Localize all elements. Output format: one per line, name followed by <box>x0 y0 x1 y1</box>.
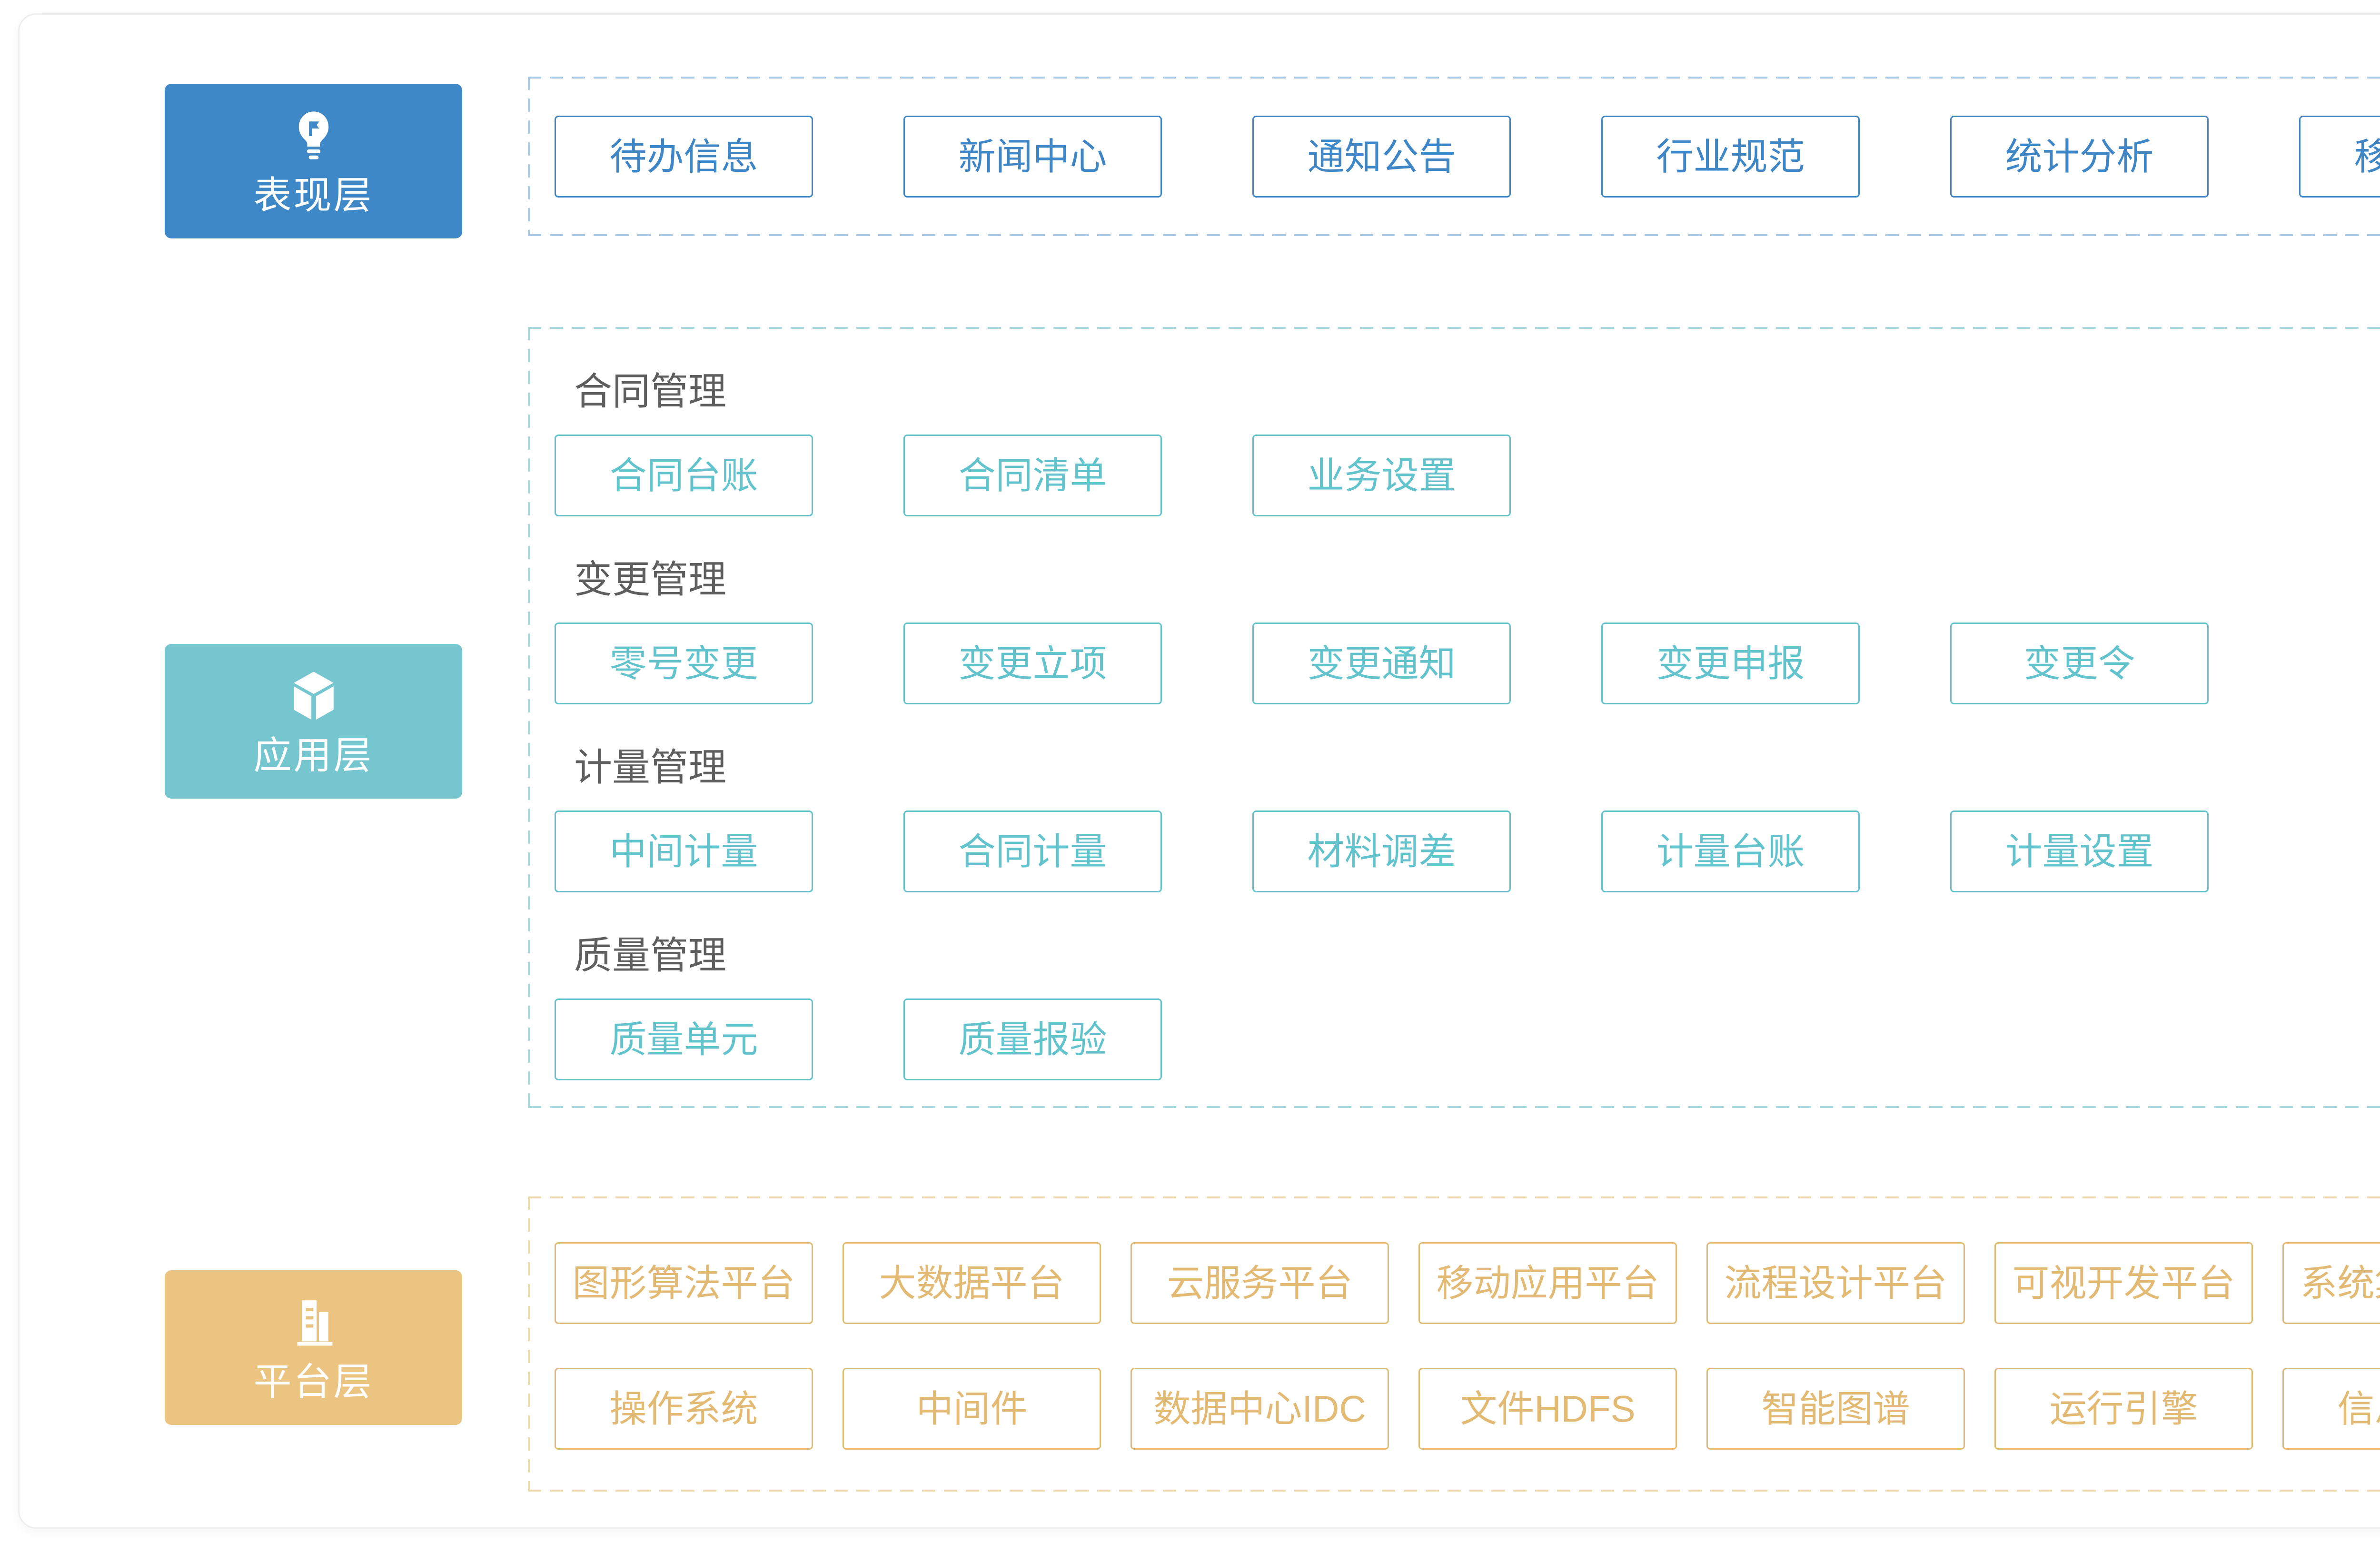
module-button[interactable]: 材料调差 <box>1252 811 1511 892</box>
module-button[interactable]: 新闻中心 <box>903 115 1162 198</box>
module-row: 合同台账 合同清单 业务设置 <box>555 435 2380 516</box>
module-button[interactable]: 大数据平台 <box>843 1242 1101 1324</box>
module-button[interactable]: 计量设置 <box>1950 811 2209 892</box>
group-title: 质量管理 <box>574 934 726 977</box>
module-row: 中间计量 合同计量 材料调差 计量台账 计量设置 <box>555 811 2380 892</box>
module-button[interactable]: 统计分析 <box>1950 115 2209 198</box>
layer-badge-platform: 平台层 <box>165 1270 462 1425</box>
module-button[interactable]: 移动应用 <box>2299 115 2380 198</box>
module-button[interactable]: 待办信息 <box>555 115 813 198</box>
module-row: 零号变更 变更立项 变更通知 变更申报 变更令 <box>555 623 2380 704</box>
module-button[interactable]: 文件HDFS <box>1418 1368 1677 1450</box>
platform-zone: 图形算法平台大数据平台云服务平台移动应用平台流程设计平台可视开发平台系统集成平台… <box>528 1196 2380 1492</box>
module-button[interactable]: 业务设置 <box>1252 435 1511 516</box>
module-groups: 合同管理合同台账 合同清单 业务设置变更管理零号变更 变更立项 变更通知 变更申报 变更令计… <box>555 373 2380 1080</box>
module-button[interactable]: 合同计量 <box>903 811 1162 892</box>
module-button[interactable]: 系统集成平台 <box>2282 1242 2380 1324</box>
layer-badge-application: 应用层 <box>165 644 462 799</box>
lightbulb-icon <box>286 108 342 164</box>
module-button[interactable]: 质量单元 <box>555 998 813 1080</box>
group-title: 变更管理 <box>574 558 726 601</box>
buildings-icon <box>286 1295 342 1351</box>
layer-badge-presentation: 表现层 <box>165 84 462 238</box>
module-button[interactable]: 流程设计平台 <box>1706 1242 1965 1324</box>
module-group: 质量管理质量单元 质量报验 <box>555 937 2380 1080</box>
module-group: 计量管理中间计量 合同计量 材料调差 计量台账 计量设置 <box>555 749 2380 892</box>
module-button[interactable]: 可视开发平台 <box>1994 1242 2253 1324</box>
module-button[interactable]: 信息安全 <box>2282 1368 2380 1450</box>
layer-label: 平台层 <box>253 1360 374 1403</box>
application-zone: 合同管理合同台账 合同清单 业务设置变更管理零号变更 变更立项 变更通知 变更申报 变更令计… <box>528 327 2380 1108</box>
layer-label: 应用层 <box>253 734 374 777</box>
module-button[interactable]: 中间计量 <box>555 811 813 892</box>
group-title: 合同管理 <box>574 370 726 413</box>
module-group: 合同管理合同台账 合同清单 业务设置 <box>555 373 2380 516</box>
module-row: 待办信息 新闻中心 通知公告 行业规范 统计分析 移动应用 <box>555 115 2380 198</box>
module-group: 变更管理零号变更 变更立项 变更通知 变更申报 变更令 <box>555 561 2380 704</box>
module-button[interactable]: 变更通知 <box>1252 623 1511 704</box>
cube-icon <box>286 668 342 724</box>
module-button[interactable]: 计量台账 <box>1601 811 1860 892</box>
presentation-zone: 待办信息 新闻中心 通知公告 行业规范 统计分析 移动应用 <box>528 77 2380 236</box>
module-button[interactable]: 运行引擎 <box>1994 1368 2253 1450</box>
module-button[interactable]: 云服务平台 <box>1130 1242 1389 1324</box>
module-button[interactable]: 变更立项 <box>903 623 1162 704</box>
module-button[interactable]: 合同台账 <box>555 435 813 516</box>
module-button[interactable]: 合同清单 <box>903 435 1162 516</box>
module-button[interactable]: 智能图谱 <box>1706 1368 1965 1450</box>
module-row: 图形算法平台大数据平台云服务平台移动应用平台流程设计平台可视开发平台系统集成平台 <box>555 1242 2380 1324</box>
module-button[interactable]: 通知公告 <box>1252 115 1511 198</box>
module-button[interactable]: 数据中心IDC <box>1130 1368 1389 1450</box>
module-row: 质量单元 质量报验 <box>555 998 2380 1080</box>
module-button[interactable]: 中间件 <box>843 1368 1101 1450</box>
group-title: 计量管理 <box>574 746 726 789</box>
module-button[interactable]: 变更令 <box>1950 623 2209 704</box>
module-button[interactable]: 变更申报 <box>1601 623 1860 704</box>
module-button[interactable]: 移动应用平台 <box>1418 1242 1677 1324</box>
module-button[interactable]: 操作系统 <box>555 1368 813 1450</box>
diagram-card: 表现层 应用层 <box>18 13 2380 1529</box>
module-button[interactable]: 质量报验 <box>903 998 1162 1080</box>
layer-label: 表现层 <box>253 174 374 217</box>
module-button[interactable]: 零号变更 <box>555 623 813 704</box>
module-button[interactable]: 行业规范 <box>1601 115 1860 198</box>
module-button[interactable]: 图形算法平台 <box>555 1242 813 1324</box>
